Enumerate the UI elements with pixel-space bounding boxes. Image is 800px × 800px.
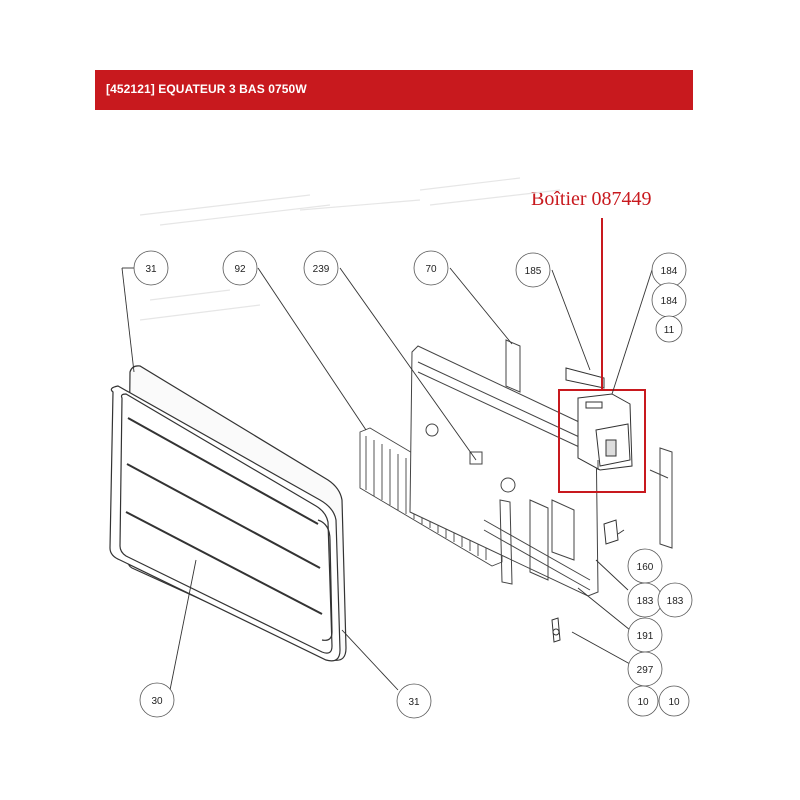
part-bubble-31-bottom: 31	[396, 683, 432, 719]
part-bubble-11: 11	[655, 315, 683, 343]
part-bubble-160: 160	[627, 548, 663, 584]
part-bubble-297: 297	[627, 651, 663, 687]
part-bubble-239: 239	[303, 250, 339, 286]
part-number: 239	[313, 264, 330, 275]
background-sketch	[139, 177, 561, 321]
header-bar: [452121] EQUATEUR 3 BAS 0750W	[95, 70, 693, 110]
part-bubble-184-a: 184	[651, 252, 687, 288]
part-bubble-92: 92	[222, 250, 258, 286]
callout-highlight	[558, 218, 646, 493]
part-bubble-183-a: 183	[627, 582, 663, 618]
back-chassis	[409, 339, 673, 597]
part-number: 30	[151, 696, 163, 707]
part-number: 183	[667, 596, 684, 607]
part-bubble-70: 70	[413, 250, 449, 286]
part-bubble-183-b: 183	[657, 582, 693, 618]
part-bubble-184-b: 184	[651, 282, 687, 318]
part-number: 185	[525, 266, 542, 277]
part-number: 10	[668, 697, 680, 708]
leader-lines	[121, 267, 653, 691]
part-number: 184	[661, 296, 678, 307]
part-number: 184	[661, 266, 678, 277]
part-bubble-191: 191	[627, 617, 663, 653]
part-number: 31	[145, 264, 157, 275]
control-box	[565, 367, 633, 471]
front-panel	[109, 365, 347, 662]
part-number: 70	[425, 264, 437, 275]
part-number: 160	[637, 562, 654, 573]
part-bubble-185: 185	[515, 252, 551, 288]
part-bubble-31-top: 31	[133, 250, 169, 286]
part-bubble-10-a: 10	[627, 685, 659, 717]
small-parts	[551, 519, 619, 643]
part-number: 11	[664, 325, 675, 336]
part-bubble-10-b: 10	[658, 685, 690, 717]
part-number: 10	[637, 697, 649, 708]
part-bubble-30: 30	[139, 682, 175, 718]
part-number: 297	[637, 665, 654, 676]
callout-label: Boîtier 087449	[531, 188, 652, 210]
part-number: 31	[408, 697, 420, 708]
part-number: 191	[637, 631, 654, 642]
part-number: 183	[637, 596, 654, 607]
page-title: [452121] EQUATEUR 3 BAS 0750W	[106, 82, 307, 96]
part-number: 92	[234, 264, 246, 275]
